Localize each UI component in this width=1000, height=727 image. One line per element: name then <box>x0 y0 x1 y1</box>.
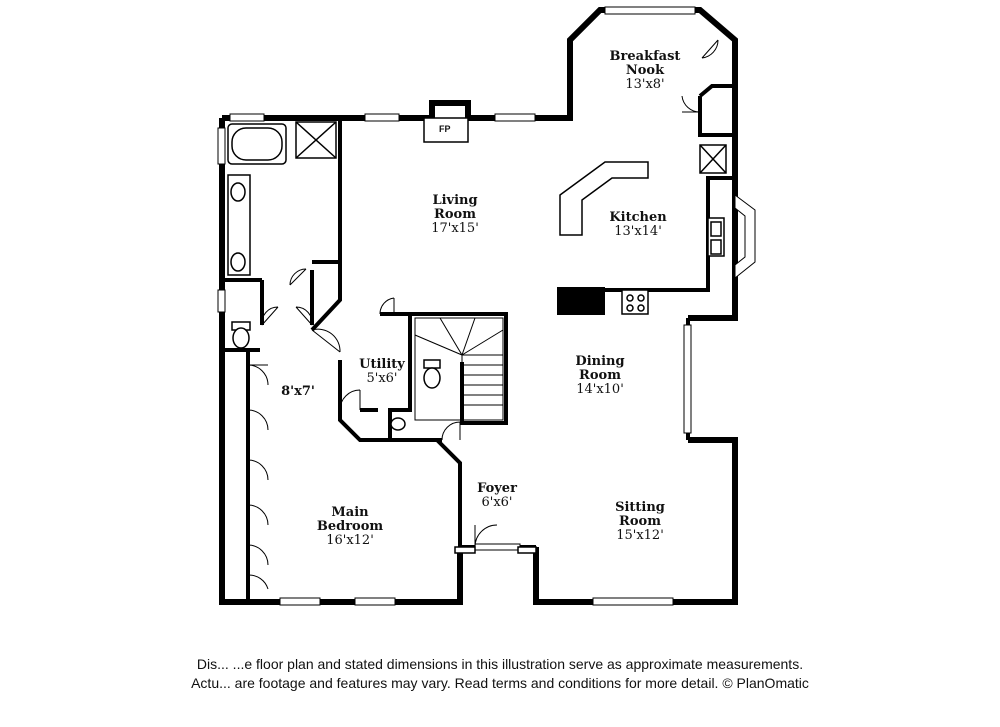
breakfast-nook-label: Breakfast Nook 13'x8' <box>585 50 705 92</box>
main-bedroom-dimensions: 16'x12' <box>326 533 374 548</box>
closet-area-label: 8'x7' <box>258 385 338 399</box>
refrigerator <box>557 287 605 315</box>
living-room-name-1: Living <box>432 193 478 208</box>
dining-room-label: Dining Room 14'x10' <box>540 355 660 397</box>
doors <box>247 39 719 590</box>
stairs <box>414 317 504 421</box>
living-room-name-2: Room <box>434 207 476 222</box>
sitting-room-label: Sitting Room 15'x12' <box>580 501 700 543</box>
kitchen-dimensions: 13'x14' <box>614 224 662 239</box>
breakfast-nook-dimensions: 13'x8' <box>625 77 665 92</box>
fixtures <box>227 117 727 431</box>
foyer-dimensions: 6'x6' <box>481 495 513 510</box>
breakfast-nook-name-1: Breakfast <box>609 49 681 64</box>
dining-room-name-1: Dining <box>575 354 625 369</box>
fireplace-label: FP <box>439 124 451 134</box>
sitting-room-dimensions: 15'x12' <box>616 528 664 543</box>
main-bedroom-name-2: Bedroom <box>316 519 384 534</box>
sitting-room-name-2: Room <box>619 514 661 529</box>
utility-name: Utility <box>359 357 405 372</box>
disclaimer-line-1: Dis... ...e floor plan and stated dimens… <box>196 656 804 672</box>
foyer-label: Foyer 6'x6' <box>457 482 537 510</box>
door-rects <box>454 546 537 554</box>
main-bedroom-name-1: Main <box>331 505 369 520</box>
breakfast-nook-name-2: Nook <box>625 63 665 78</box>
dining-room-dimensions: 14'x10' <box>576 382 624 397</box>
windows <box>217 6 756 606</box>
kitchen-name: Kitchen <box>609 210 667 225</box>
utility-dimensions: 5'x6' <box>366 371 398 386</box>
foyer-name: Foyer <box>477 481 517 496</box>
utility-label: Utility 5'x6' <box>342 358 422 386</box>
sitting-room-name-1: Sitting <box>615 500 665 515</box>
kitchen-label: Kitchen 13'x14' <box>578 211 698 239</box>
living-room-label: Living Room 17'x15' <box>395 194 515 236</box>
living-room-dimensions: 17'x15' <box>431 221 479 236</box>
dining-room-name-2: Room <box>579 368 621 383</box>
main-bedroom-label: Main Bedroom 16'x12' <box>290 506 410 548</box>
disclaimer-line-2: Actu... are footage and features may var… <box>191 675 809 691</box>
closet-area-dimensions: 8'x7' <box>281 384 315 399</box>
